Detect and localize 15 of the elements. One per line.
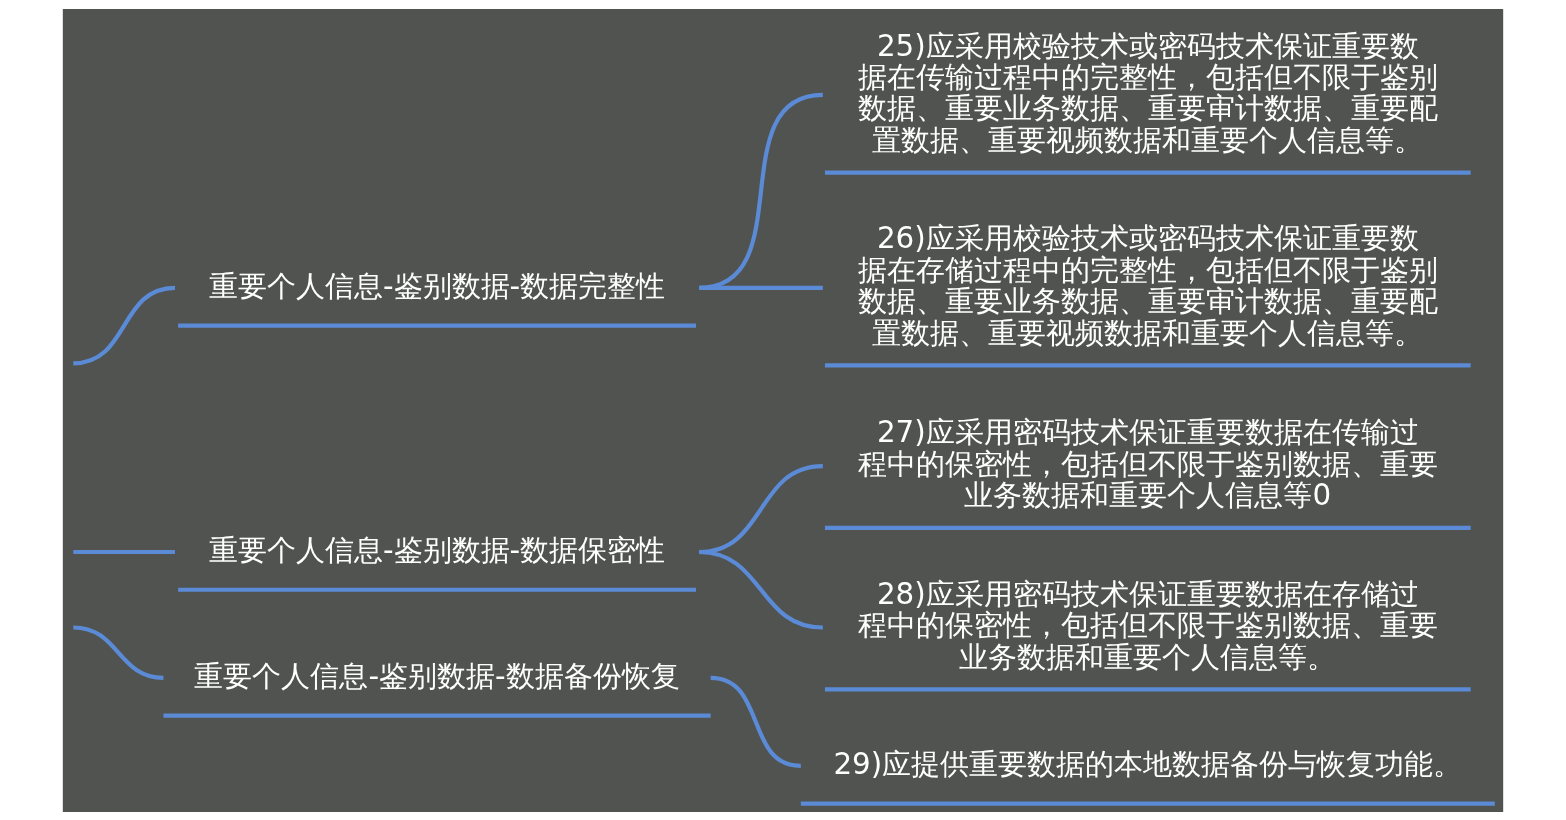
connector: [699, 285, 823, 290]
connector: [698, 92, 824, 290]
connector: [73, 624, 164, 680]
node-text: 26)应采用校验技术或密码技术保证重要数据在存储过程中的完整性，包括但不限于鉴别数据、重要业务数据、重要审计数据、重要配置数据、重要视频数据和重要个人信息等。: [857, 220, 1438, 350]
node-text: 28)应采用密码技术保证重要数据在存储过程中的保密性，包括但不限于鉴别数据、重要业务数据和重要个人信息等。: [857, 576, 1438, 674]
node-text: 27)应采用密码技术保证重要数据在传输过程中的保密性，包括但不限于鉴别数据、重要业务数据和重要个人信息等0: [857, 414, 1438, 512]
node-text: 25)应采用校验技术或密码技术保证重要数据在传输过程中的完整性，包括但不限于鉴别数据、重要业务数据、重要审计数据、重要配置数据、重要视频数据和重要个人信息等。: [857, 28, 1438, 157]
connector: [698, 549, 824, 630]
connector: [710, 675, 802, 768]
node-text: 重要个人信息-鉴别数据-数据备份恢复: [194, 658, 680, 693]
connector: [73, 285, 176, 365]
node-text: 29)应提供重要数据的本地数据备份与恢复功能。: [833, 746, 1463, 781]
node-text: 重要个人信息-鉴别数据-数据保密性: [208, 532, 666, 567]
connector: [73, 549, 175, 554]
node-text: 重要个人信息-鉴别数据-数据完整性: [208, 268, 666, 303]
